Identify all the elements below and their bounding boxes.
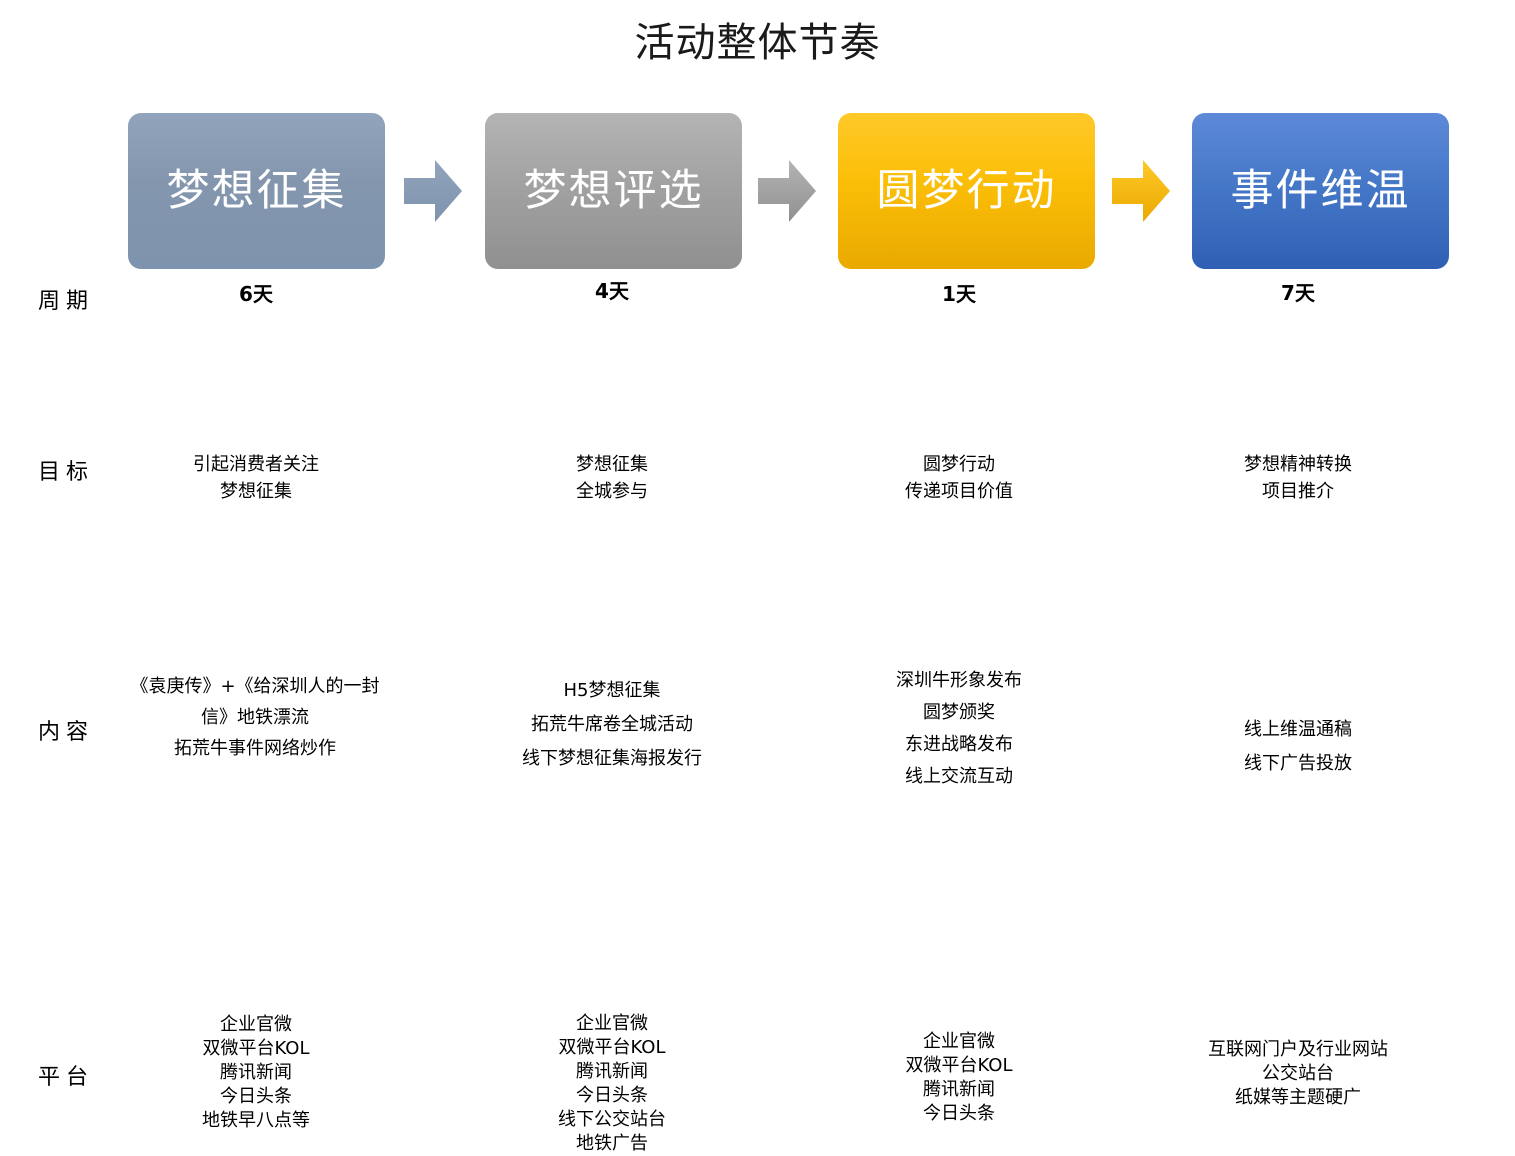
period-value-4: 7天 <box>1281 281 1315 305</box>
platform-line: 企业官微 <box>923 1031 995 1052</box>
content-line: 线下广告投放 <box>1244 753 1352 774</box>
goal-line: 梦想精神转换 <box>1244 454 1352 475</box>
row-content: 内容 《袁庚传》+《给深圳人的一封信》地铁漂流 拓荒牛事件网络炒作 H5梦想征集… <box>0 465 1515 787</box>
platform-line: 今日头条 <box>923 1103 995 1124</box>
platform-cell-1: 企业官微 双微平台KOL 腾讯新闻 今日头条 地铁早八点等 <box>106 1013 406 1133</box>
stage-box-3[interactable]: 圆梦行动 <box>838 113 1095 269</box>
row-label-period: 周期 <box>38 289 95 314</box>
stage-flow: 梦想征集 梦想评选 圆梦行动 <box>0 113 1515 269</box>
goal-line: 梦想征集 <box>220 481 292 502</box>
row-label-goal: 目标 <box>38 460 95 485</box>
goal-line: 项目推介 <box>1262 481 1334 502</box>
platform-line: 地铁广告 <box>576 1133 648 1154</box>
platform-line: 双微平台KOL <box>558 1037 666 1058</box>
row-goal: 目标 引起消费者关注 梦想征集 梦想征集 全城参与 圆梦行动 传递项目价值 梦想… <box>0 353 1515 502</box>
platform-line: 地铁早八点等 <box>202 1110 310 1131</box>
content-cell-2: H5梦想征集 拓荒牛席卷全城活动 线下梦想征集海报发行 <box>462 674 762 776</box>
content-line: 《袁庚传》+《给深圳人的一封信》地铁漂流 <box>130 676 380 728</box>
period-value-2: 4天 <box>595 279 629 303</box>
goal-cell-1: 引起消费者关注 梦想征集 <box>106 451 406 505</box>
content-line: 线上交流互动 <box>905 766 1013 787</box>
stage-label-3: 圆梦行动 <box>876 166 1057 216</box>
platform-line: 互联网门户及行业网站 <box>1208 1039 1388 1060</box>
platform-line: 企业官微 <box>576 1013 648 1034</box>
row-label-content: 内容 <box>38 720 95 745</box>
arrow-right-icon-2 <box>758 160 816 222</box>
platform-line: 今日头条 <box>576 1085 648 1106</box>
stage-label-2: 梦想评选 <box>523 166 704 216</box>
stage-box-1[interactable]: 梦想征集 <box>128 113 385 269</box>
goal-line: 全城参与 <box>576 481 648 502</box>
content-cell-3: 深圳牛形象发布 圆梦颁奖 东进战略发布 线上交流互动 <box>809 665 1109 793</box>
platform-cell-3: 企业官微 双微平台KOL 腾讯新闻 今日头条 <box>809 1030 1109 1126</box>
platform-line: 企业官微 <box>220 1014 292 1035</box>
platform-cell-4: 互联网门户及行业网站 公交站台 纸媒等主题硬广 <box>1148 1038 1448 1110</box>
platform-line: 线下公交站台 <box>558 1109 666 1130</box>
goal-cell-4: 梦想精神转换 项目推介 <box>1148 451 1448 505</box>
goal-line: 圆梦行动 <box>923 454 995 475</box>
content-cell-4: 线上维温通稿 线下广告投放 <box>1148 713 1448 781</box>
goal-cell-3: 圆梦行动 传递项目价值 <box>809 451 1109 505</box>
content-line: 拓荒牛席卷全城活动 <box>531 714 693 735</box>
stage-label-1: 梦想征集 <box>166 166 347 216</box>
content-line: 拓荒牛事件网络炒作 <box>174 738 336 759</box>
platform-line: 腾讯新闻 <box>576 1061 648 1082</box>
content-line: 线下梦想征集海报发行 <box>522 748 702 769</box>
goal-line: 传递项目价值 <box>905 481 1013 502</box>
stage-box-2[interactable]: 梦想评选 <box>485 113 742 269</box>
content-cell-1: 《袁庚传》+《给深圳人的一封信》地铁漂流 拓荒牛事件网络炒作 <box>120 671 390 764</box>
platform-line: 腾讯新闻 <box>220 1062 292 1083</box>
content-line: 深圳牛形象发布 <box>896 670 1022 691</box>
platform-line: 双微平台KOL <box>202 1038 310 1059</box>
goal-line: 引起消费者关注 <box>193 454 319 475</box>
arrow-right-icon-1 <box>404 160 462 222</box>
stage-label-4: 事件维温 <box>1230 166 1411 216</box>
row-platform: 平台 企业官微 双微平台KOL 腾讯新闻 今日头条 地铁早八点等 企业官微 双微… <box>0 633 1515 1154</box>
platform-line: 双微平台KOL <box>905 1055 1013 1076</box>
platform-line: 腾讯新闻 <box>923 1079 995 1100</box>
platform-line: 纸媒等主题硬广 <box>1235 1087 1361 1108</box>
arrow-right-icon-3 <box>1112 160 1170 222</box>
row-period: 周期 6天 4天 1天 7天 <box>0 269 1515 353</box>
platform-line: 今日头条 <box>220 1086 292 1107</box>
content-line: 线上维温通稿 <box>1244 719 1352 740</box>
platform-cell-2: 企业官微 双微平台KOL 腾讯新闻 今日头条 线下公交站台 地铁广告 <box>462 1012 762 1156</box>
platform-line: 公交站台 <box>1262 1063 1334 1084</box>
stage-detail-matrix: 周期 6天 4天 1天 7天 目标 引起消费者关注 梦想征集 梦想征集 全城参与… <box>0 269 1515 1154</box>
stage-box-4[interactable]: 事件维温 <box>1192 113 1449 269</box>
goal-cell-2: 梦想征集 全城参与 <box>462 451 762 505</box>
goal-line: 梦想征集 <box>576 454 648 475</box>
content-line: H5梦想征集 <box>563 680 661 701</box>
page-title: 活动整体节奏 <box>634 20 881 66</box>
content-line: 圆梦颁奖 <box>923 702 995 723</box>
period-value-1: 6天 <box>239 282 273 306</box>
content-line: 东进战略发布 <box>905 734 1013 755</box>
period-value-3: 1天 <box>942 282 976 306</box>
